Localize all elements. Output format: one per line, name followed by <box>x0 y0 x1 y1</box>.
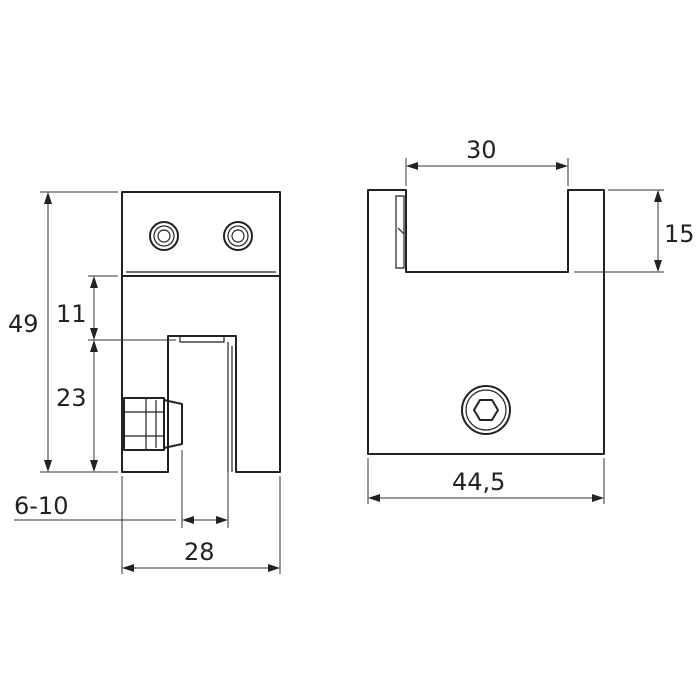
screw-right-icon <box>223 221 253 251</box>
label-height-total: 49 <box>8 310 39 338</box>
dim-49: 49 <box>8 191 118 473</box>
front-body-outline <box>367 189 605 455</box>
dim-15: 15 <box>574 189 695 273</box>
dim-11: 11 <box>56 275 176 341</box>
label-width-front: 44,5 <box>452 468 505 496</box>
slot-insert-line <box>397 227 405 235</box>
dim-28: 28 <box>121 476 281 574</box>
dim-23: 23 <box>56 340 98 472</box>
label-glass-range: 6-10 <box>14 492 68 520</box>
screw-left-icon <box>149 221 179 251</box>
dim-6-10: 6-10 <box>14 450 229 528</box>
glass-channel <box>179 336 233 472</box>
side-view <box>121 191 281 473</box>
top-cap-plate <box>121 191 281 277</box>
dim-30: 30 <box>405 136 569 186</box>
front-view <box>367 189 605 455</box>
label-height-lower: 23 <box>56 384 87 412</box>
clamp-nut-icon <box>123 397 183 451</box>
label-slot-width: 30 <box>466 136 497 164</box>
dim-44-5: 44,5 <box>367 458 605 504</box>
label-width-side: 28 <box>184 538 215 566</box>
slot-insert <box>395 195 405 269</box>
hex-bolt-icon <box>461 385 511 435</box>
label-height-upper: 11 <box>56 300 87 328</box>
label-slot-depth: 15 <box>664 220 695 248</box>
